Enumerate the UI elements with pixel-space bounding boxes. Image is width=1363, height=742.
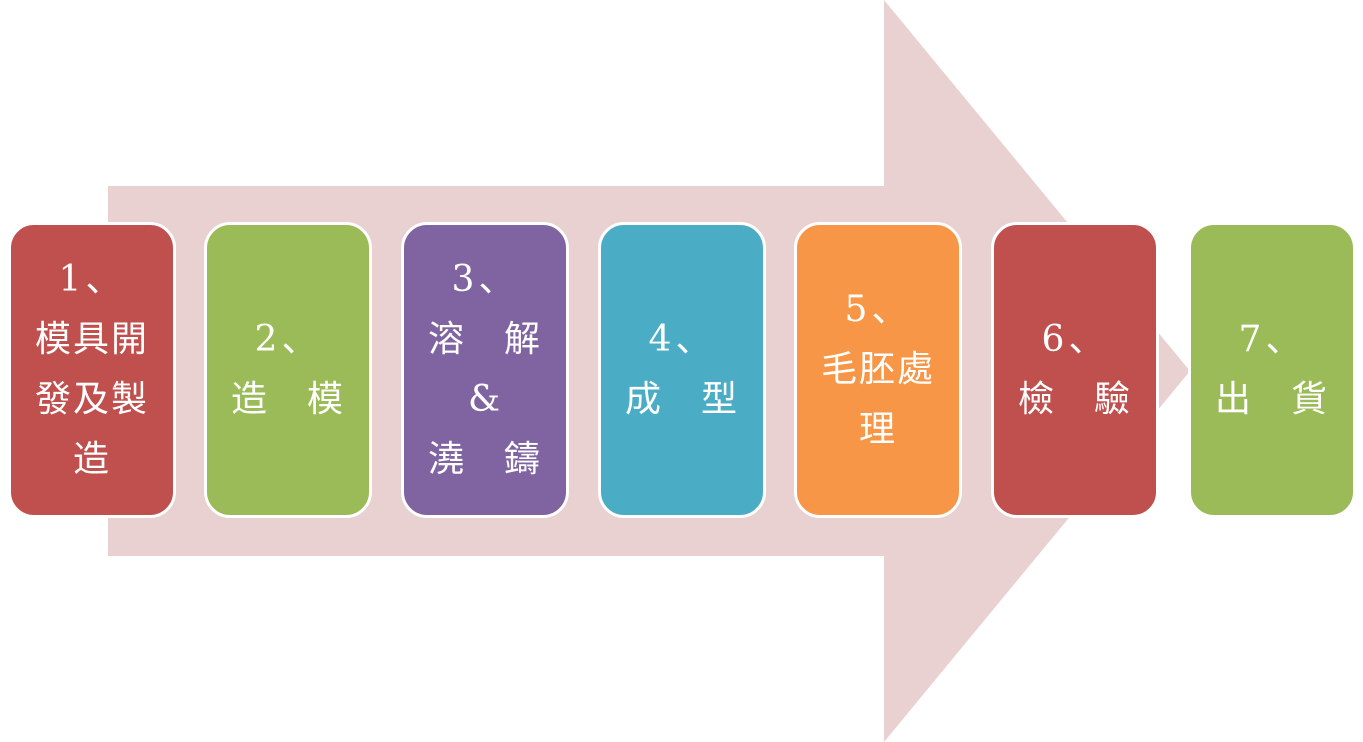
step-3-line-2: & xyxy=(467,379,503,420)
step-6-number: 6、 xyxy=(1041,319,1109,360)
step-1-line-3: 造 xyxy=(72,439,111,480)
step-5-number: 5、 xyxy=(844,289,912,330)
step-7-number: 7、 xyxy=(1238,319,1306,360)
step-3-line-3: 澆 鑄 xyxy=(427,439,542,480)
step-5-line-1: 毛胚處 xyxy=(820,349,935,390)
step-3-box: 3、 溶 解 & 澆 鑄 xyxy=(401,222,569,518)
step-2-line-1: 造 模 xyxy=(230,379,345,420)
step-1-line-1: 模具開 xyxy=(34,319,149,360)
step-1-box: 1、 模具開 發及製 造 xyxy=(8,222,176,518)
step-2-number: 2、 xyxy=(254,319,322,360)
step-5-line-2: 理 xyxy=(858,409,897,450)
step-5-box: 5、 毛胚處 理 xyxy=(794,222,962,518)
step-7-box: 7、 出 貨 xyxy=(1188,222,1356,518)
step-3-line-1: 溶 解 xyxy=(427,319,542,360)
step-3-number: 3、 xyxy=(451,259,519,300)
step-2-box: 2、 造 模 xyxy=(204,222,372,518)
step-6-box: 6、 檢 驗 xyxy=(991,222,1159,518)
step-1-number: 1、 xyxy=(58,259,126,300)
step-4-number: 4、 xyxy=(648,319,716,360)
step-1-line-2: 發及製 xyxy=(34,379,149,420)
step-4-box: 4、 成 型 xyxy=(598,222,766,518)
step-4-line-1: 成 型 xyxy=(624,379,739,420)
step-7-line-1: 出 貨 xyxy=(1214,379,1329,420)
step-6-line-1: 檢 驗 xyxy=(1017,379,1132,420)
